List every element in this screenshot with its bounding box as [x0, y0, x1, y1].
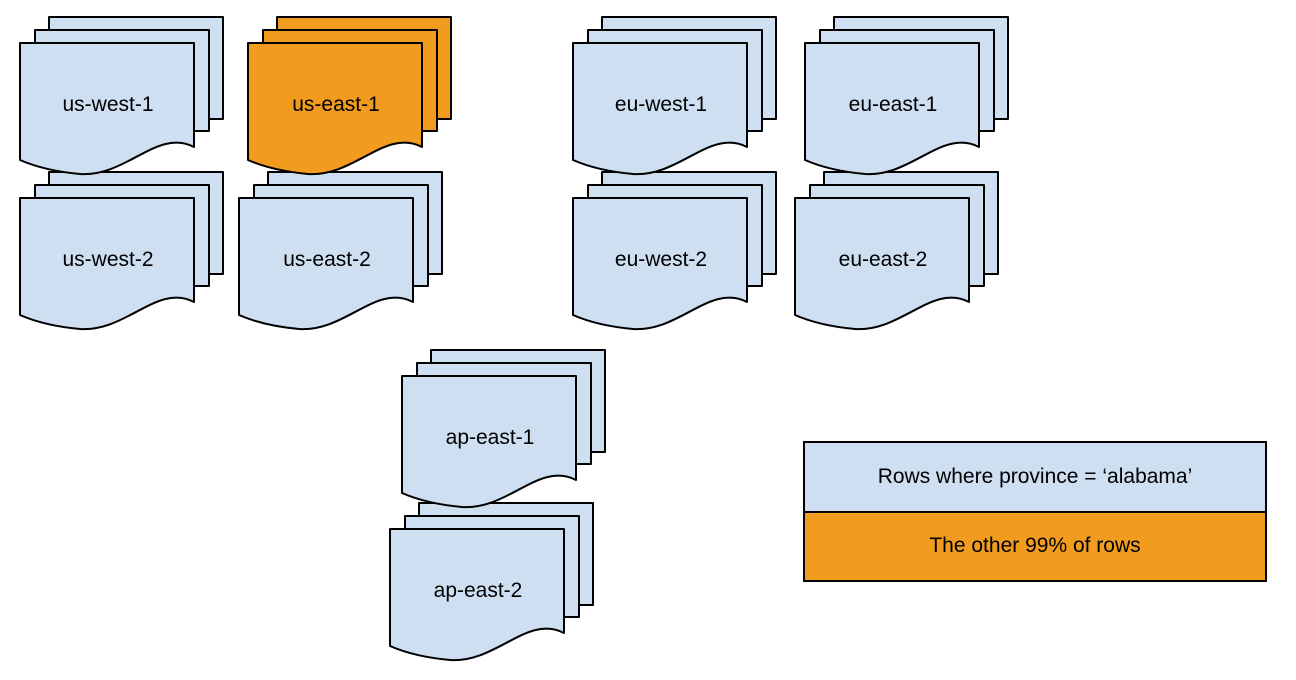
legend-item-alabama-rows: Rows where province = ‘alabama’ [805, 443, 1265, 511]
doc-stack-ap-east-2: ap-east-2 [388, 501, 596, 665]
doc-stack-eu-east-2: eu-east-2 [793, 170, 1001, 334]
doc-stack-us-east-2: us-east-2 [237, 170, 445, 334]
doc-stack-us-west-1: us-west-1 [18, 15, 226, 179]
doc-stack-eu-west-2: eu-west-2 [571, 170, 779, 334]
region-label: us-east-1 [292, 93, 380, 116]
doc-stack-eu-east-1: eu-east-1 [803, 15, 1011, 179]
region-label: us-west-1 [62, 93, 153, 116]
legend: Rows where province = ‘alabama’ The othe… [803, 441, 1267, 582]
doc-stack-ap-east-1: ap-east-1 [400, 348, 608, 512]
legend-item-other-rows: The other 99% of rows [805, 510, 1265, 580]
region-label: us-east-2 [283, 248, 371, 271]
region-label: eu-west-2 [615, 248, 707, 271]
legend-item-label: Rows where province = ‘alabama’ [877, 464, 1193, 488]
legend-item-label: The other 99% of rows [929, 534, 1141, 558]
region-label: eu-east-2 [839, 248, 928, 271]
region-label: eu-west-1 [615, 93, 707, 116]
doc-stack-us-east-1: us-east-1 [246, 15, 454, 179]
doc-stack-us-west-2: us-west-2 [18, 170, 226, 334]
region-label: us-west-2 [62, 248, 153, 271]
region-label: ap-east-1 [446, 426, 535, 449]
region-label: ap-east-2 [434, 579, 523, 602]
doc-stack-eu-west-1: eu-west-1 [571, 15, 779, 179]
region-label: eu-east-1 [849, 93, 938, 116]
